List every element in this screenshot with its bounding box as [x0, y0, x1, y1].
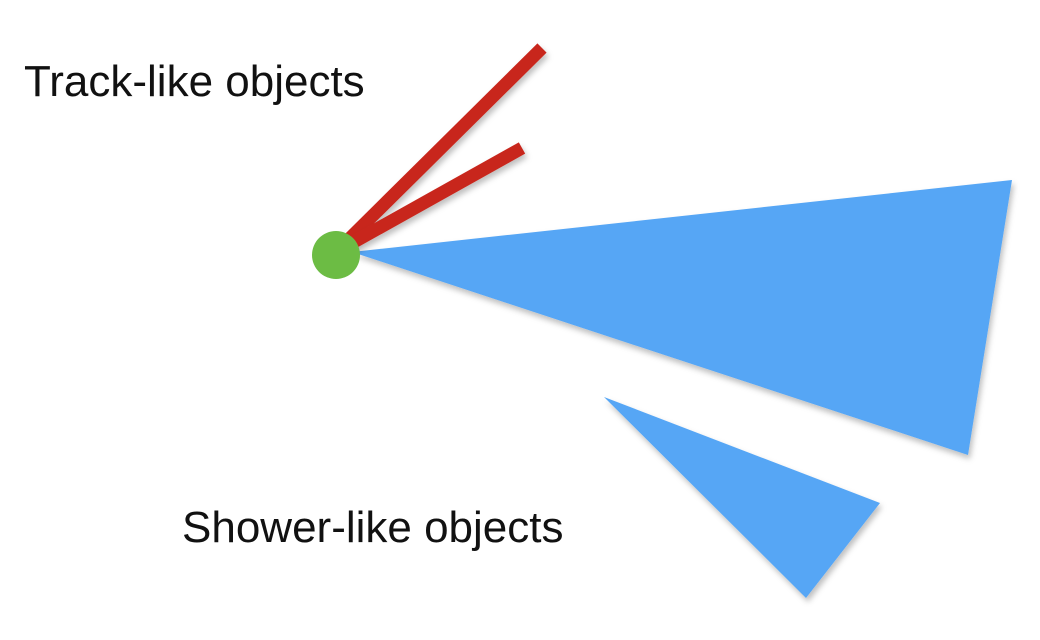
track-line-long — [331, 43, 547, 257]
shower-cone-large — [352, 180, 1012, 455]
vertex-dot — [312, 231, 360, 279]
shower-like-label: Shower-like objects — [182, 503, 564, 552]
track-line-short — [332, 142, 526, 258]
track-like-label: Track-like objects — [24, 57, 365, 106]
shower-cone-small — [604, 397, 880, 598]
